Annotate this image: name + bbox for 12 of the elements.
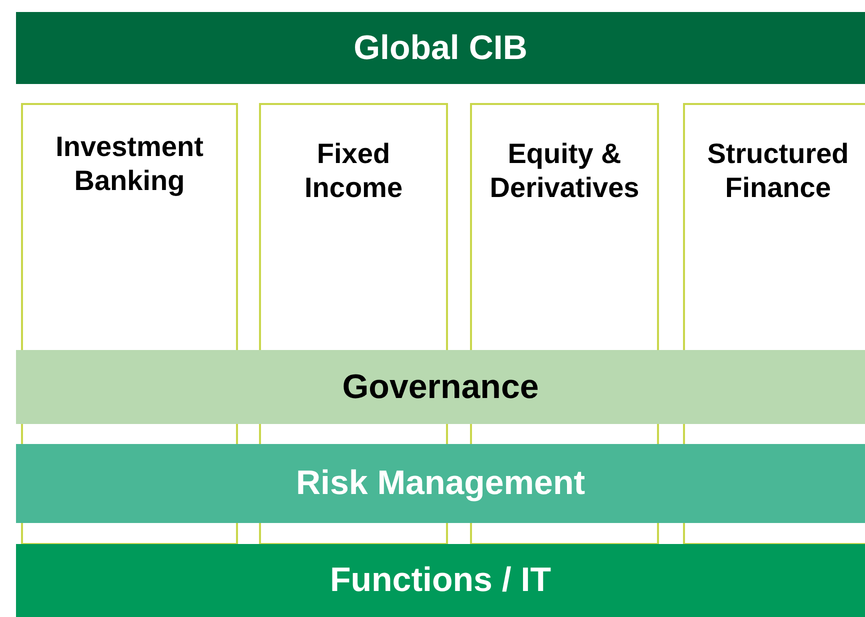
band-label: Governance: [342, 368, 539, 406]
layer-band: [16, 350, 865, 424]
layer-band: [16, 544, 865, 617]
band-label: Risk Management: [296, 464, 586, 503]
band-label: Global CIB: [354, 28, 528, 68]
layer-band: [16, 444, 865, 523]
band-label: Functions / IT: [330, 561, 551, 600]
column-label: Fixed Income: [303, 137, 404, 205]
column-label: Structured Finance: [706, 137, 850, 205]
column-label: Equity & Derivatives: [490, 137, 640, 205]
column-label: Investment Banking: [54, 130, 204, 198]
layer-band: [16, 12, 865, 84]
